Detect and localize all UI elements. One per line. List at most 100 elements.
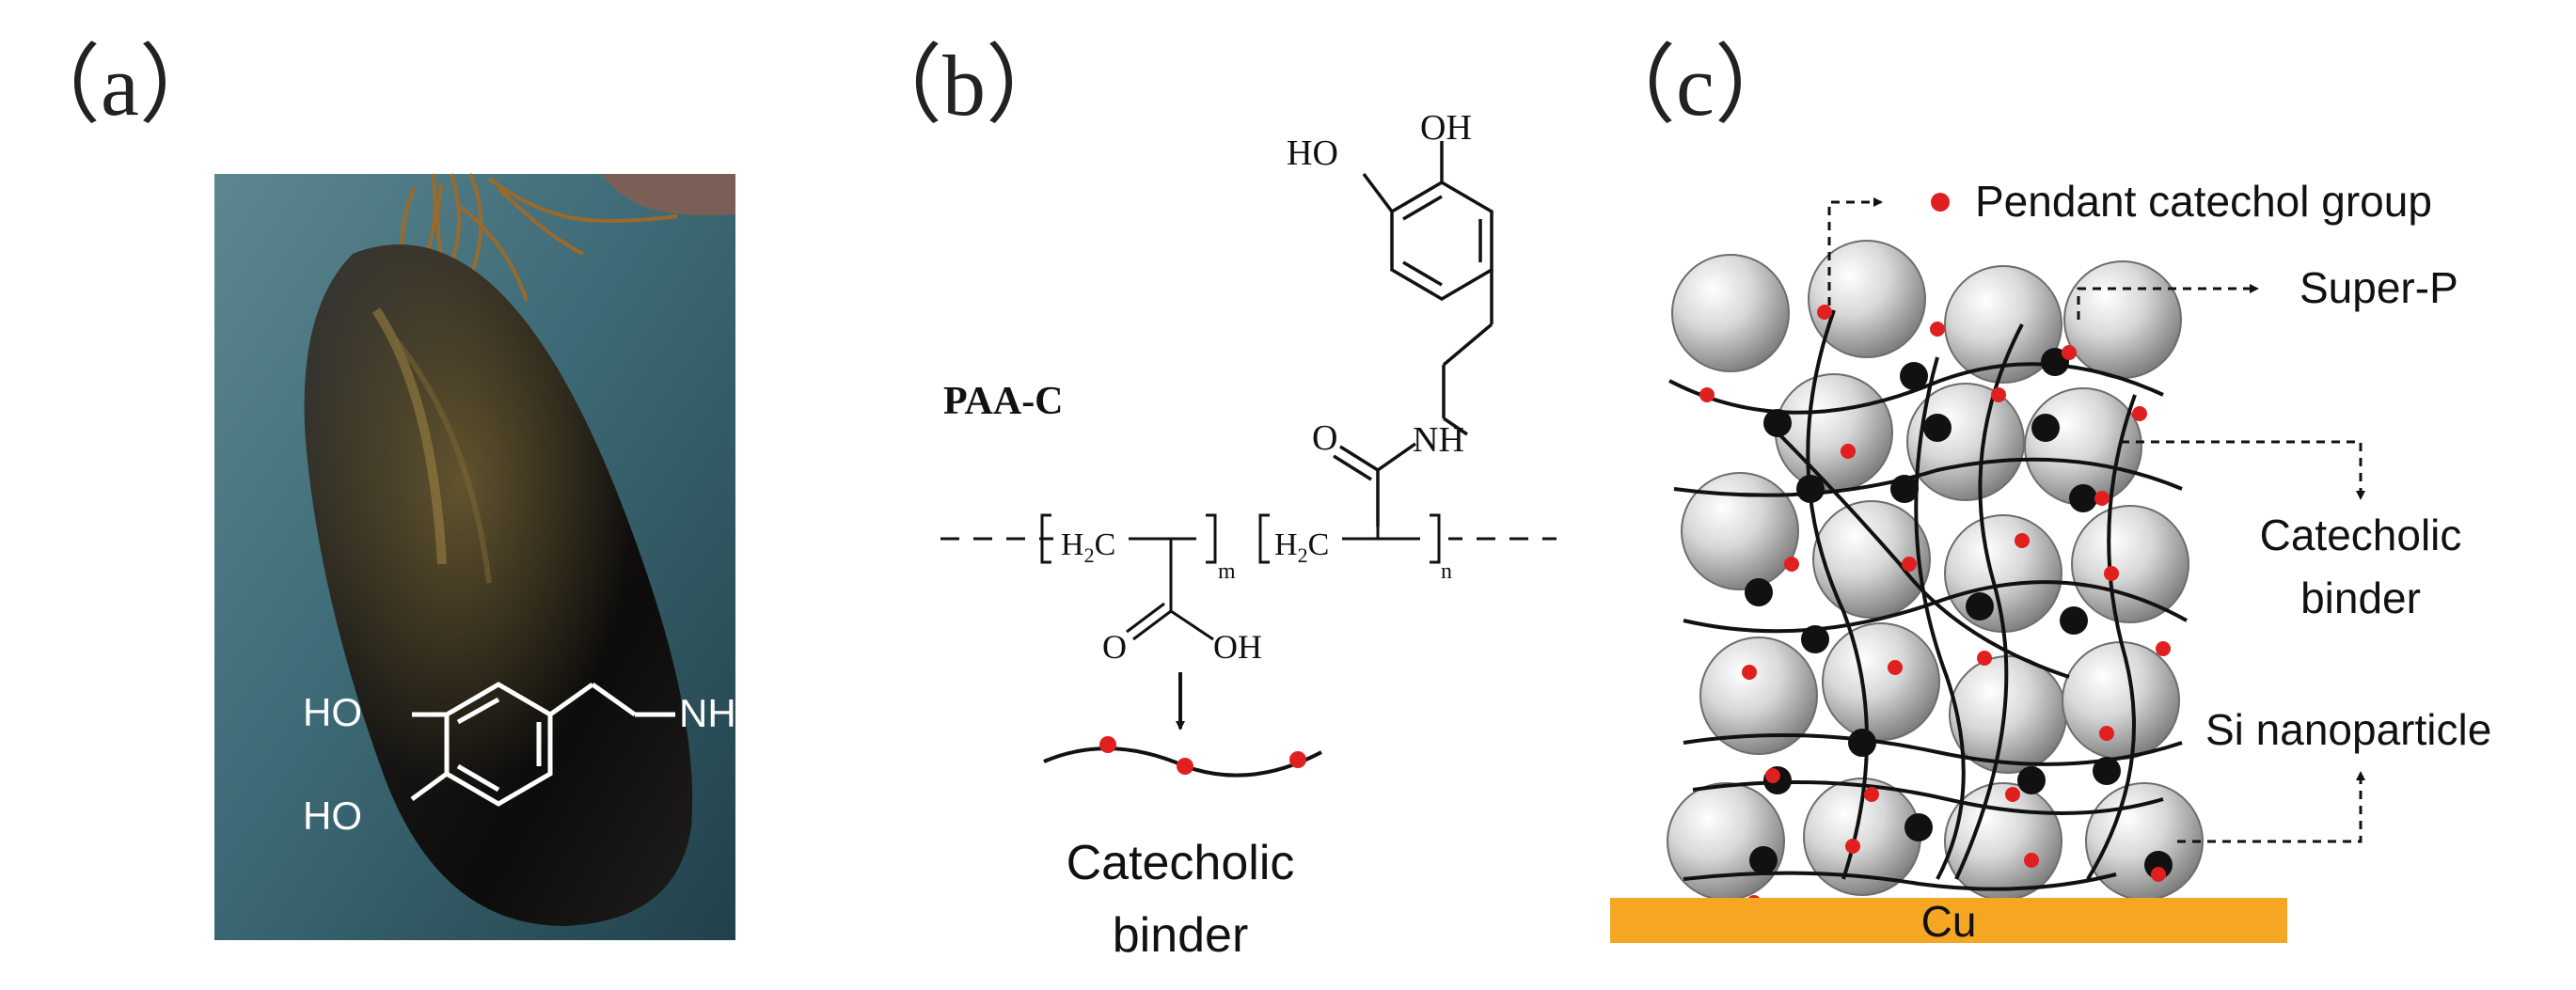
label-h2c-left: H2C bbox=[1061, 527, 1115, 567]
super-p-particle bbox=[2017, 766, 2046, 794]
catechol-ring bbox=[1333, 141, 1493, 526]
si-nanoparticle bbox=[1671, 254, 1790, 372]
label-acid-o: O bbox=[1102, 628, 1127, 666]
dopamine-molecule bbox=[410, 682, 675, 807]
catechol-group-dot bbox=[2104, 566, 2119, 581]
label-h2c-right: H2C bbox=[1274, 527, 1329, 567]
label-sub-m: m bbox=[1218, 559, 1236, 584]
label-oh: OH bbox=[1420, 108, 1472, 148]
binder-label-line2: binder bbox=[1113, 908, 1249, 963]
binder-chain bbox=[1954, 323, 2024, 880]
catechol-group-dot bbox=[2094, 491, 2110, 506]
catechol-group-dot bbox=[1765, 768, 1780, 783]
super-p-particle bbox=[2031, 414, 2060, 442]
catechol-group-dot bbox=[1930, 322, 1945, 337]
si-nanoparticle bbox=[1906, 383, 2025, 501]
catechol-group-dot bbox=[2005, 787, 2020, 802]
paa-c-structure: HO OH NH O PAA-C H2C bbox=[940, 108, 1557, 963]
polymer-backbone bbox=[940, 513, 1557, 641]
label-sub-n: n bbox=[1441, 559, 1452, 584]
catechol-group-dot bbox=[1991, 387, 2006, 402]
super-p-particle bbox=[1848, 729, 1876, 757]
cu-label: Cu bbox=[1921, 897, 1977, 946]
si-nanoparticle bbox=[1812, 500, 1931, 619]
label-catechol-group: Pendant catechol group bbox=[1975, 177, 2432, 226]
panel-label-c: （c） bbox=[1589, 38, 1801, 134]
mussel-photo: HO HO NH2 bbox=[214, 173, 751, 940]
si-nanoparticle bbox=[1822, 622, 1940, 741]
super-p-particle bbox=[1749, 846, 1778, 874]
si-nanoparticle bbox=[1944, 265, 2062, 384]
catechol-dot bbox=[1177, 758, 1193, 775]
molecule-ho-bottom: HO bbox=[303, 794, 362, 838]
catechol-group-dot bbox=[2015, 533, 2030, 548]
label-binder-line2: binder bbox=[2300, 574, 2421, 622]
label-si-nanoparticle: Si nanoparticle bbox=[2205, 705, 2491, 754]
binder-chain bbox=[1683, 871, 2117, 891]
label-acid-oh: OH bbox=[1213, 628, 1262, 666]
si-nanoparticle bbox=[2063, 260, 2182, 379]
super-p-particle bbox=[1904, 813, 1933, 841]
catechol-group-dot bbox=[2156, 641, 2171, 656]
polymer-name: PAA-C bbox=[943, 380, 1064, 423]
molecule-ho-top: HO bbox=[303, 690, 362, 734]
catechol-group-dot bbox=[1841, 444, 1856, 459]
super-p-particle bbox=[1796, 475, 1825, 503]
panel-label-a: （a） bbox=[14, 38, 226, 134]
super-p-particle bbox=[1801, 625, 1829, 653]
catechol-group-dot bbox=[1742, 665, 1757, 680]
binder-chain bbox=[1668, 362, 2164, 415]
particle-dots bbox=[1699, 305, 2173, 910]
binder-chain bbox=[1914, 356, 1966, 880]
binder-chain bbox=[2086, 394, 2137, 881]
label-amide-o: O bbox=[1312, 418, 1337, 458]
molecule-nh2: NH2 bbox=[679, 691, 751, 742]
catechol-group-dot bbox=[1888, 660, 1903, 675]
si-nanoparticle bbox=[1667, 782, 1785, 901]
super-p-particle bbox=[2093, 757, 2121, 785]
si-nanoparticle bbox=[1699, 636, 1818, 755]
catechol-dot bbox=[1099, 736, 1116, 753]
super-p-particle bbox=[2069, 484, 2097, 512]
catechol-group-dot bbox=[1845, 839, 1860, 854]
catechol-group-dot bbox=[2151, 867, 2166, 882]
si-nanoparticle bbox=[1944, 514, 2062, 633]
legend-catechol-dot bbox=[1931, 193, 1950, 212]
super-p-particle bbox=[2060, 606, 2088, 635]
super-p-particle bbox=[1763, 409, 1792, 437]
si-nanoparticle bbox=[1808, 240, 1926, 358]
catechol-dot bbox=[1289, 751, 1306, 768]
label-nh: NH bbox=[1413, 420, 1464, 460]
catechol-group-dot bbox=[2062, 345, 2077, 360]
cu-current-collector bbox=[1610, 898, 2287, 943]
binder-chain bbox=[1806, 309, 1869, 880]
label-super-p: Super-P bbox=[2299, 263, 2458, 312]
catechol-group-dot bbox=[1864, 787, 1879, 802]
si-nanoparticle bbox=[1681, 472, 1799, 590]
si-nanoparticle bbox=[1775, 373, 1893, 492]
label-binder-line1: Catecholic bbox=[2260, 511, 2462, 559]
leader-lines bbox=[1827, 197, 2365, 843]
si-nanoparticle bbox=[2071, 505, 2189, 623]
super-p-particle bbox=[1923, 414, 1952, 442]
panel-label-b: （b） bbox=[856, 38, 1072, 134]
catechol-group-dot bbox=[2099, 726, 2114, 741]
binder-label-line1: Catecholic bbox=[1067, 836, 1295, 890]
catechol-group-dot bbox=[2132, 406, 2147, 421]
si-nanoparticle bbox=[2062, 641, 2180, 760]
hand-shape bbox=[602, 174, 735, 216]
super-p-particle bbox=[1966, 592, 1994, 621]
shell-highlight bbox=[304, 244, 693, 926]
super-p-particle bbox=[1745, 578, 1773, 606]
catechol-group-dot bbox=[2024, 853, 2039, 868]
super-p-particle bbox=[1890, 475, 1919, 503]
super-p-particle bbox=[1900, 362, 1928, 390]
catechol-group-dot bbox=[1817, 305, 1832, 320]
binder-chain bbox=[1673, 457, 2183, 497]
catechol-group-dot bbox=[1977, 651, 1992, 666]
label-ho: HO bbox=[1287, 134, 1338, 173]
binder-chain bbox=[1766, 421, 2070, 679]
catechol-group-dot bbox=[1699, 387, 1715, 402]
catechol-group-dot bbox=[1902, 557, 1917, 572]
